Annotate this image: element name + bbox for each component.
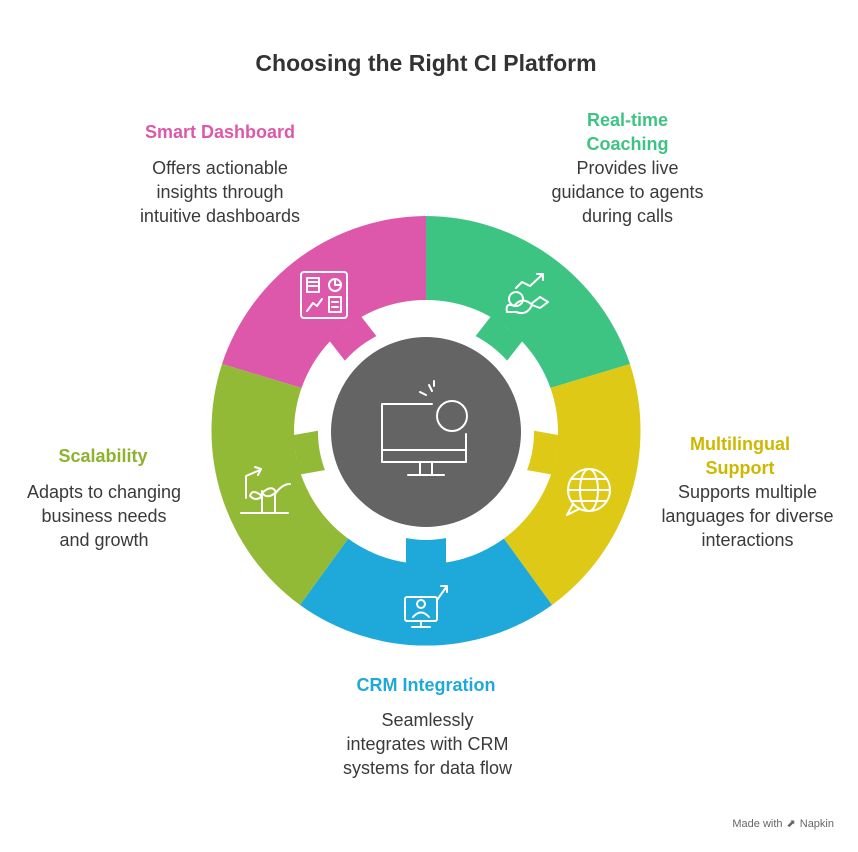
center-circle xyxy=(331,337,521,527)
footer-brand: Napkin xyxy=(799,817,834,830)
desc-crm-integration: Seamlessly integrates with CRM systems f… xyxy=(342,710,513,778)
label-multilingual-support: Multilingual Support xyxy=(690,434,790,478)
growth-icon xyxy=(240,466,291,514)
coaching-icon xyxy=(505,273,549,315)
segment-multilingual-support xyxy=(502,364,641,605)
label-smart-dashboard: Smart Dashboard xyxy=(144,122,296,142)
page-title: Choosing the Right CI Platform xyxy=(255,50,597,76)
segment-scalability xyxy=(211,364,350,605)
desc-smart-dashboard: Offers actionable insights through intui… xyxy=(139,158,301,226)
segment-crm-integration xyxy=(300,536,552,646)
napkin-logo-icon: ⬈ xyxy=(786,818,796,830)
globe-icon xyxy=(566,468,611,516)
dashboard-icon xyxy=(300,271,348,319)
desc-scalability: Adapts to changing business needs and gr… xyxy=(26,482,182,550)
desc-real-time-coaching: Provides live guidance to agents during … xyxy=(551,158,704,226)
segment-smart-dashboard xyxy=(222,216,426,389)
label-crm-integration: CRM Integration xyxy=(356,675,496,695)
footer-made-with: Made with xyxy=(732,817,783,830)
footer-credit: Made with ⬈ Napkin xyxy=(732,817,834,831)
crm-icon xyxy=(404,585,448,628)
desc-multilingual-support: Supports multiple languages for diverse … xyxy=(661,482,834,550)
label-real-time-coaching: Real-time Coaching xyxy=(586,110,669,154)
label-scalability: Scalability xyxy=(58,446,148,466)
monitor-icon xyxy=(381,380,468,476)
